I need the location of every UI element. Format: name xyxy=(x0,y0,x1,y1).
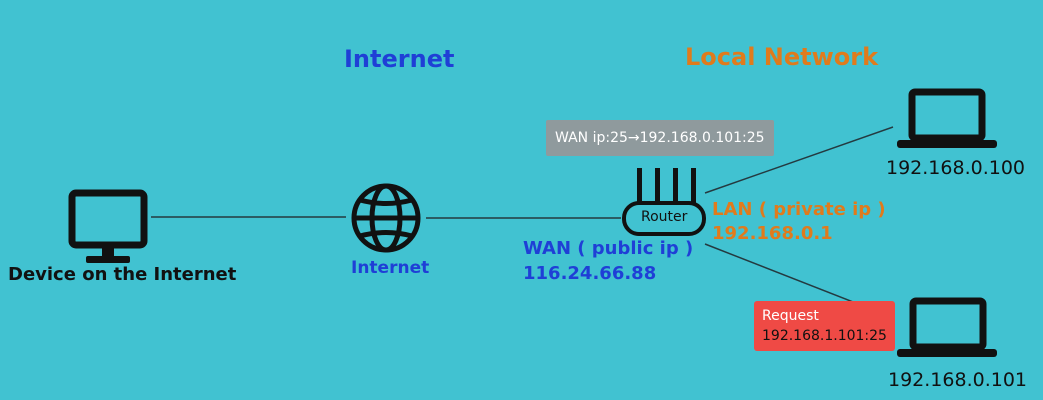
lan-label: LAN ( private ip ) xyxy=(712,199,886,220)
port-forward-rule: WAN ip:25→192.168.0.101:25 xyxy=(546,120,774,156)
device-label: Device on the Internet xyxy=(8,264,237,285)
request-target: 192.168.1.101:25 xyxy=(762,328,887,344)
monitor-icon xyxy=(68,189,148,263)
globe-icon xyxy=(351,183,421,253)
request-title: Request xyxy=(762,308,819,324)
laptop-icon xyxy=(897,88,997,148)
request-box: Request 192.168.1.101:25 xyxy=(754,301,895,351)
internet-node-label: Internet xyxy=(351,258,430,278)
router-icon xyxy=(622,168,706,236)
laptop-bottom-ip: 192.168.0.101 xyxy=(888,369,1028,391)
wan-label: WAN ( public ip ) xyxy=(523,238,694,259)
internet-heading: Internet xyxy=(344,45,455,73)
lan-ip: 192.168.0.1 xyxy=(712,223,833,244)
laptop-icon xyxy=(897,297,997,357)
local-network-heading: Local Network xyxy=(685,43,879,71)
router-label: Router xyxy=(641,209,688,225)
laptop-top-ip: 192.168.0.100 xyxy=(886,157,1026,179)
wan-ip: 116.24.66.88 xyxy=(523,263,657,284)
link-router-laptop-top xyxy=(704,126,894,194)
